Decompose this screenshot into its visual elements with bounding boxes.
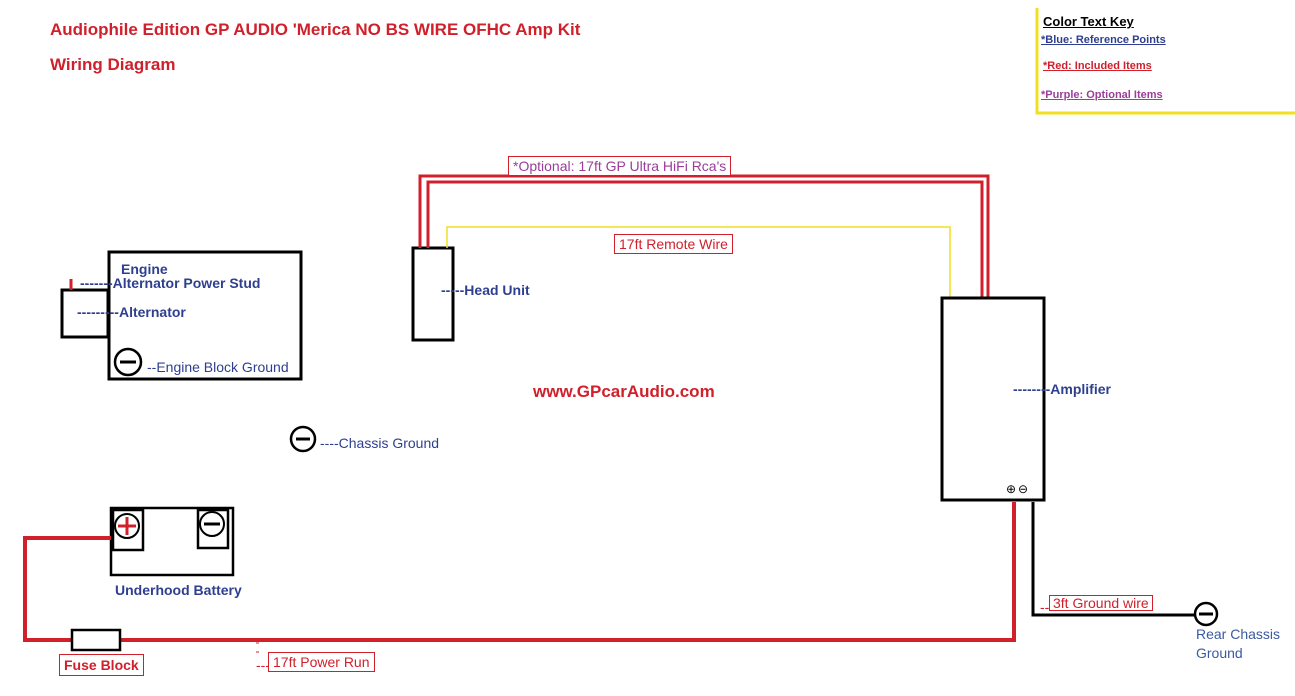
rear-chassis-ground-label-2: Ground bbox=[1196, 645, 1243, 661]
rca-wire-2 bbox=[426, 180, 984, 298]
power-run-wire bbox=[23, 502, 1016, 642]
diagram-subtitle: Wiring Diagram bbox=[50, 55, 176, 74]
diagram-title: Audiophile Edition GP AUDIO 'Merica NO B… bbox=[50, 20, 581, 39]
rear-chassis-ground-label-1: Rear Chassis bbox=[1196, 626, 1281, 642]
rear-chassis-ground-icon bbox=[1193, 601, 1219, 627]
color-key-border bbox=[1035, 8, 1295, 115]
ground-wire-label: 3ft Ground wire bbox=[1049, 595, 1153, 611]
engine-block-ground-label: --Engine Block Ground bbox=[147, 359, 289, 375]
battery-positive-terminal bbox=[111, 508, 145, 552]
key-red: *Red: Included Items bbox=[1043, 60, 1152, 72]
key-purple: *Purple: Optional Items bbox=[1041, 89, 1163, 101]
website-link[interactable]: www.GPcarAudio.com bbox=[533, 382, 715, 401]
chassis-ground-icon bbox=[289, 425, 317, 453]
engine-ground-icon bbox=[113, 347, 143, 377]
rca-wire-1 bbox=[418, 174, 990, 298]
battery-label: Underhood Battery bbox=[115, 582, 242, 598]
remote-wire-label: 17ft Remote Wire bbox=[614, 234, 733, 254]
fuse-block-icon bbox=[70, 628, 122, 652]
amplifier-box bbox=[940, 296, 1046, 502]
remote-wire bbox=[446, 226, 951, 298]
head-unit-label: -----Head Unit bbox=[441, 282, 530, 298]
alternator-box bbox=[60, 288, 110, 339]
chassis-ground-label: ----Chassis Ground bbox=[320, 435, 440, 451]
amplifier-label: --------Amplifier bbox=[1013, 381, 1111, 397]
rca-label: *Optional: 17ft GP Ultra HiFi Rca's bbox=[508, 156, 732, 176]
head-unit-box bbox=[411, 246, 455, 342]
battery-negative-terminal bbox=[196, 508, 230, 550]
fuse-block-label: Fuse Block bbox=[59, 654, 144, 676]
key-title: Color Text Key bbox=[1043, 14, 1134, 29]
power-run-prefix: --- bbox=[256, 657, 270, 673]
ground-wire bbox=[1031, 502, 1195, 617]
power-run-label: 17ft Power Run bbox=[268, 652, 375, 672]
key-blue: *Blue: Reference Points bbox=[1041, 34, 1166, 46]
battery-box bbox=[109, 506, 235, 577]
engine-label: Engine bbox=[121, 261, 168, 277]
alternator-power-stud-label: -------Alternator Power Stud bbox=[80, 275, 261, 291]
alternator-label: ---------Alternator bbox=[77, 304, 186, 320]
amp-terminals-icon: ⊕⊖ bbox=[1006, 482, 1031, 496]
